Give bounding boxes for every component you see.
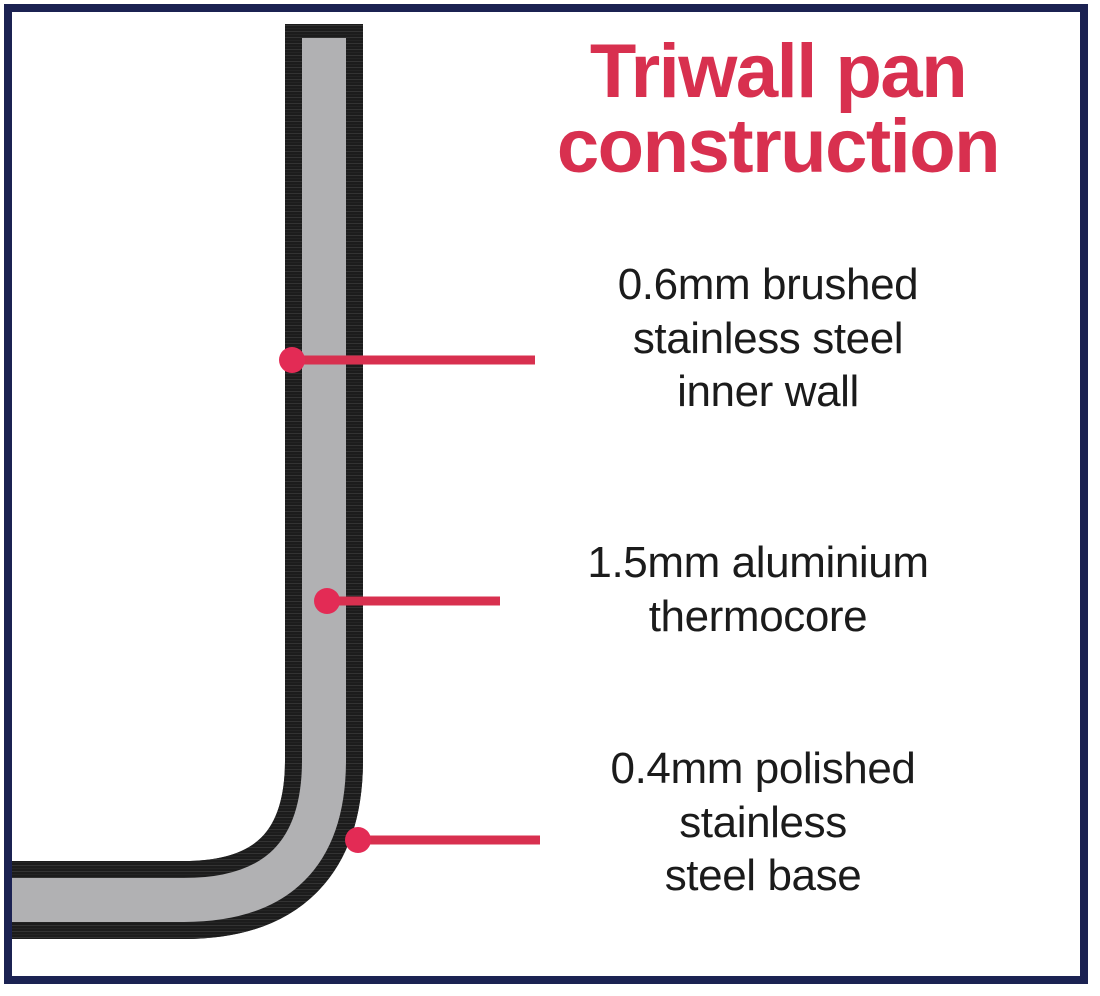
page-title-line-2: construction — [556, 104, 1001, 190]
callout-base-line-2: stainless — [679, 797, 847, 847]
aluminium-thermocore-layer — [12, 38, 346, 922]
callout-inner-wall-line-3: inner wall — [677, 367, 859, 417]
brushed-texture-overlay — [12, 24, 363, 939]
infographic-canvas — [12, 12, 1080, 976]
callout-base-line-3: steel base — [664, 851, 862, 901]
page-title-line-1: Triwall pan — [589, 29, 968, 114]
callout-label-inner-wall: 0.6mm brushed stainless steel inner wall — [528, 258, 1008, 419]
callout-label-base: 0.4mm polished stainless steel base — [518, 742, 1008, 903]
callout-inner-wall-line-2: stainless steel — [632, 313, 904, 363]
callout-inner-wall-line-1: 0.6mm brushed — [617, 260, 919, 309]
leader-dot-inner-wall — [279, 347, 305, 373]
callout-leaders — [279, 347, 540, 853]
callout-base-line-1: 0.4mm polished — [610, 744, 916, 793]
leader-thermocore — [314, 588, 500, 614]
leader-dot-thermocore — [314, 588, 340, 614]
callout-label-thermocore: 1.5mm aluminium thermocore — [508, 536, 1008, 643]
leader-dot-base — [345, 827, 371, 853]
leader-base — [345, 827, 540, 853]
outer-stainless-steel-layer — [12, 24, 363, 939]
leader-inner-wall — [279, 347, 535, 373]
callout-thermocore-line-2: thermocore — [648, 591, 868, 641]
pan-wall-group — [12, 24, 363, 939]
page-title: Triwall pan construction — [498, 29, 1058, 190]
callout-thermocore-line-1: 1.5mm aluminium — [587, 538, 929, 587]
